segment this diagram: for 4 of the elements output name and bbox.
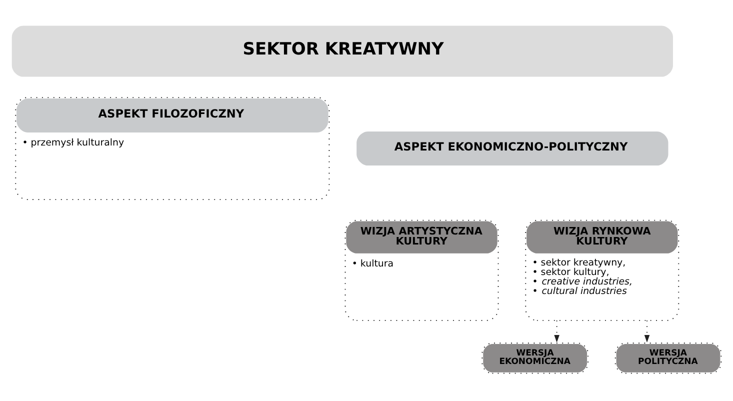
node-box: SEKTOR KREATYWNY <box>12 26 673 77</box>
arrow <box>644 320 650 342</box>
arrow <box>554 320 560 342</box>
node-box: ASPEKT EKONOMICZNO-POLITYCZNY <box>356 132 668 166</box>
